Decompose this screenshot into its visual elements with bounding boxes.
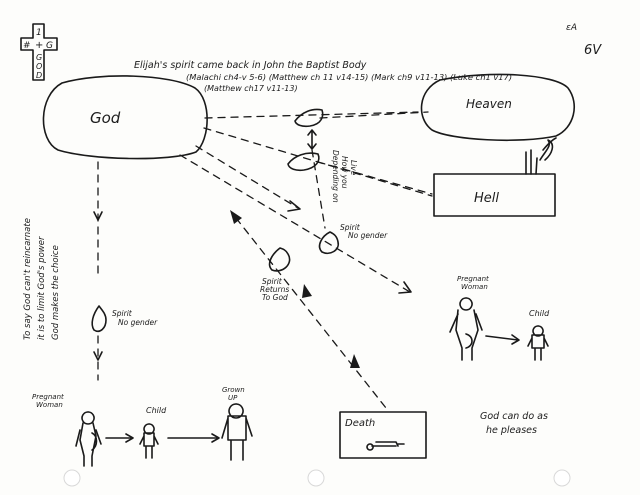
god-node bbox=[42, 75, 208, 160]
spirit-drop-lower bbox=[287, 152, 320, 172]
double-arrow-icon bbox=[307, 129, 317, 150]
spirit-mid-drop bbox=[318, 231, 340, 255]
arrowhead-grown-up bbox=[211, 433, 220, 443]
line-depending-spirit bbox=[311, 149, 326, 229]
child-left-figure bbox=[139, 423, 159, 459]
footer-note: God can do as he pleases bbox=[480, 411, 551, 436]
arrowhead-return-top bbox=[230, 210, 242, 224]
depending-line-3: Live bbox=[349, 160, 358, 176]
footer-line-2: he pleases bbox=[486, 425, 537, 436]
header-line-2: (Malachi ch4-v 5-6) (Matthew ch 11 v14-1… bbox=[186, 72, 512, 82]
side-note-line-2: it is to limit God's power bbox=[37, 236, 47, 340]
line-spirit-hell bbox=[317, 161, 433, 195]
page-number: 6V bbox=[584, 43, 602, 58]
line-spirit-heaven bbox=[319, 111, 429, 119]
depending-line-2: How you bbox=[340, 156, 349, 189]
child-right-label: Child bbox=[529, 309, 550, 318]
heaven-node bbox=[420, 73, 576, 142]
side-note-line-3: God makes the choice bbox=[51, 245, 61, 340]
spirit-returns-drop bbox=[268, 247, 291, 272]
cross-letter-top: 1 bbox=[36, 28, 42, 38]
child-left-label: Child bbox=[146, 406, 167, 415]
god-label: God bbox=[90, 109, 121, 127]
punch-hole-left bbox=[63, 469, 81, 487]
header-line-1: Elijah's spirit came back in John the Ba… bbox=[134, 60, 367, 71]
arrowhead-return-low bbox=[350, 354, 360, 368]
depending-label: Depending on How you Live bbox=[331, 150, 358, 205]
lying-body-icon bbox=[366, 441, 405, 451]
pregnant-left-figure bbox=[75, 411, 102, 467]
side-note-line-1: To say God can't reincarnate bbox=[23, 218, 33, 340]
cross-letter-center: + bbox=[35, 40, 43, 51]
heaven-label: Heaven bbox=[466, 97, 512, 111]
arrowhead-pregnant-right bbox=[398, 281, 412, 294]
death-node bbox=[339, 411, 427, 459]
death-label: Death bbox=[345, 418, 375, 429]
child-right-figure bbox=[527, 325, 549, 361]
depending-line-1: Depending on bbox=[331, 150, 340, 203]
punch-hole-center bbox=[307, 469, 325, 487]
cross-letter-o: O bbox=[36, 62, 42, 71]
line-god-spirit-mid bbox=[195, 145, 299, 209]
arrowhead-child-right bbox=[511, 334, 520, 345]
grown-up-figure bbox=[221, 403, 253, 461]
spirit-drop-top bbox=[294, 108, 324, 128]
cross-symbol: 1 # + G G O D bbox=[20, 23, 58, 81]
line-death-to-god bbox=[235, 217, 387, 409]
cross-letter-left: # bbox=[23, 41, 31, 51]
hell-node bbox=[433, 173, 556, 217]
cross-letter-right: G bbox=[46, 41, 53, 51]
arrowhead-down-1 bbox=[93, 211, 103, 221]
side-note: To say God can't reincarnate it is to li… bbox=[23, 218, 61, 340]
punch-hole-right bbox=[553, 469, 571, 487]
arrow-pregnant-child-right bbox=[485, 335, 519, 341]
header-line-3: (Matthew ch17 v11-13) bbox=[204, 84, 298, 93]
arrowhead-spirit-mid bbox=[287, 200, 301, 212]
arrowhead-down-2 bbox=[93, 351, 103, 361]
hell-flames-icon bbox=[525, 137, 557, 175]
corner-mark: ɛA bbox=[566, 23, 577, 33]
footer-line-1: God can do as bbox=[480, 411, 548, 422]
cross-letter-g: G bbox=[36, 53, 42, 62]
line-god-pregnant-right bbox=[179, 154, 411, 293]
pregnant-right-figure bbox=[449, 297, 483, 361]
line-god-heaven bbox=[204, 111, 419, 119]
arrowhead-return-mid bbox=[302, 284, 312, 298]
cross-letter-d: D bbox=[36, 71, 42, 80]
spirit-left-drop bbox=[91, 305, 107, 333]
arrowhead-child-left bbox=[125, 433, 134, 443]
hell-label: Hell bbox=[474, 191, 499, 206]
